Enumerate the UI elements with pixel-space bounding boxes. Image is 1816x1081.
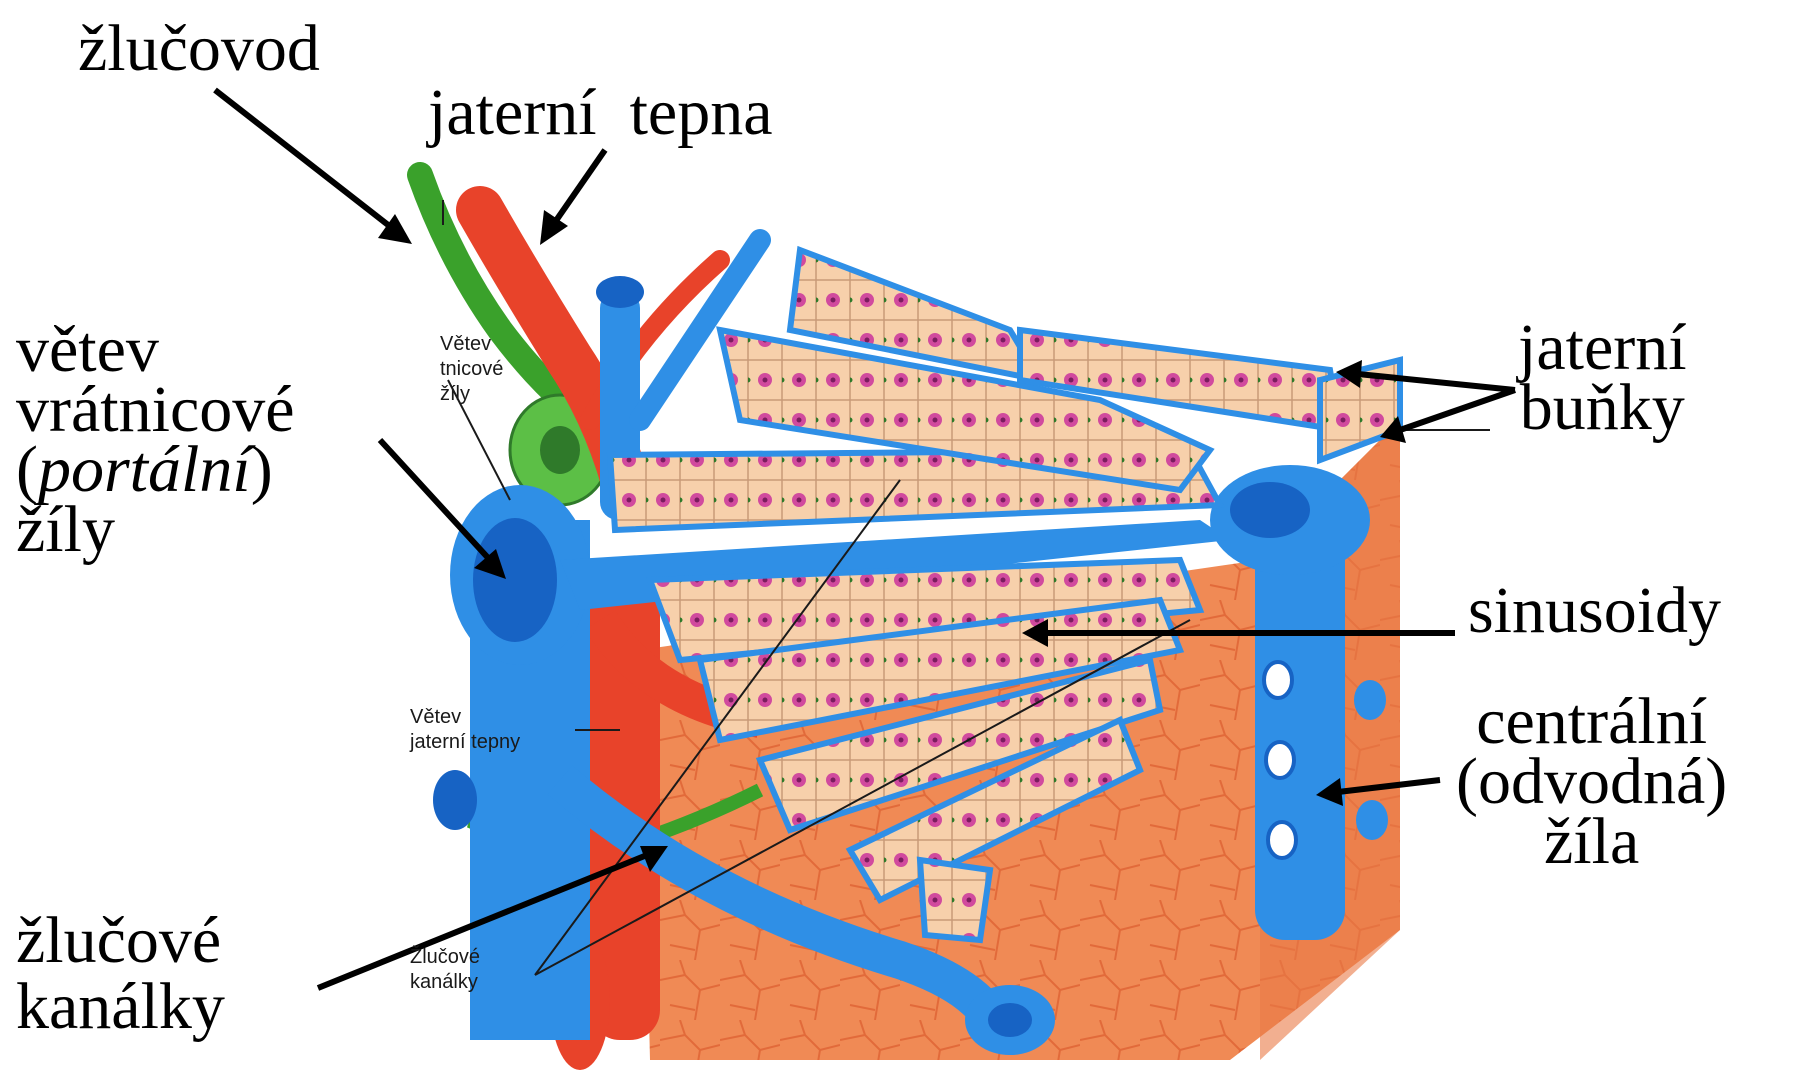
figure-label-artery-line2: jaterní tepny <box>410 730 520 755</box>
label-central-vein-line3: žíla <box>1456 812 1727 872</box>
figure-label-artery-branch: Větev jaterní tepny <box>410 705 520 755</box>
label-bile-canaliculi-line1: žlučové <box>16 908 225 974</box>
label-sinusoids: sinusoidy <box>1468 578 1721 644</box>
figure-label-artery-line1: Větev <box>410 705 520 730</box>
label-portal-vein-line1: větev <box>16 320 295 380</box>
label-bile-canaliculi-line2: kanálky <box>16 974 225 1040</box>
label-hepatocytes: jaterní buňky <box>1518 318 1687 438</box>
arrow-hepatic-artery <box>540 150 605 245</box>
label-portal-vein-line2: vrátnicové <box>16 380 295 440</box>
figure-label-bile-canaliculi: Žlučové kanálky <box>410 945 480 995</box>
label-hepatocytes-line2: buňky <box>1518 378 1687 438</box>
label-central-vein-line2: (odvodná) <box>1456 752 1727 812</box>
figure-label-portal-vein-line3: žíly <box>440 382 503 407</box>
label-bile-duct: žlučovod <box>78 16 320 82</box>
label-hepatic-artery: jaterní tepna <box>428 80 773 146</box>
figure-label-portal-vein-line2: tnicové <box>440 357 503 382</box>
label-portal-vein-paren-close: ) <box>251 433 273 506</box>
label-portal-vein-branch: větev vrátnicové (portální) žíly <box>16 320 295 560</box>
figure-label-canaliculi-line1: Žlučové <box>410 945 480 970</box>
label-portal-vein-line3: (portální) <box>16 440 295 500</box>
label-central-vein-line1: centrální <box>1456 692 1727 752</box>
figure-label-portal-vein: Větev tnicové žíly <box>440 332 503 407</box>
figure-label-canaliculi-line2: kanálky <box>410 970 480 995</box>
label-portal-vein-line4: žíly <box>16 500 295 560</box>
figure-label-portal-vein-line1: Větev <box>440 332 503 357</box>
label-bile-canaliculi: žlučové kanálky <box>16 908 225 1040</box>
arrow-bile-duct <box>215 90 412 244</box>
label-central-vein: centrální (odvodná) žíla <box>1456 692 1727 872</box>
label-hepatocytes-line1: jaterní <box>1518 318 1687 378</box>
